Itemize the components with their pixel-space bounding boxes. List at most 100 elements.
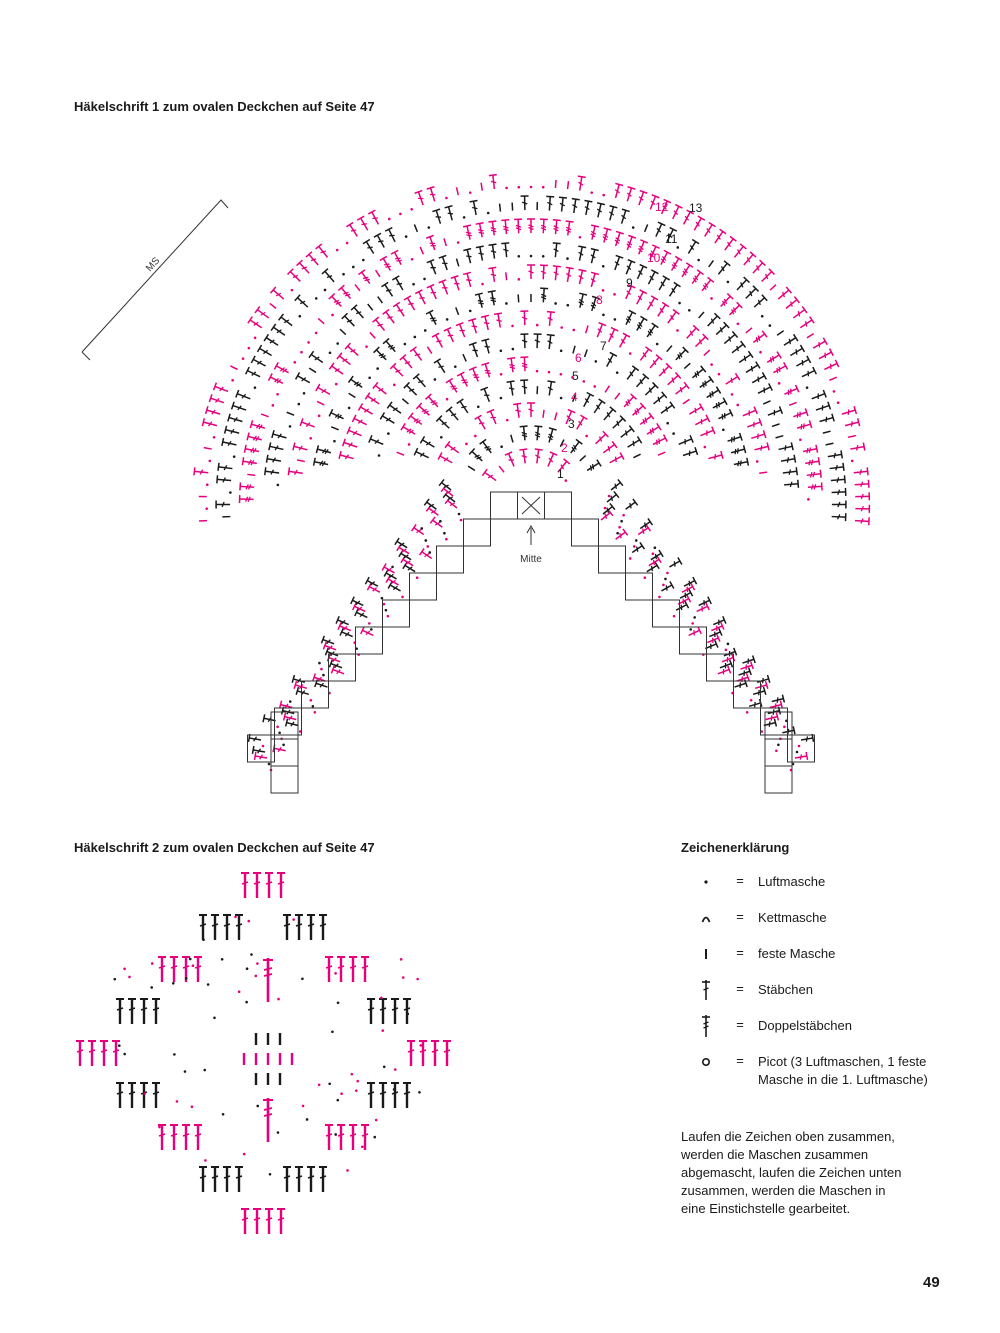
chain-dot [413, 335, 417, 339]
round-number: 10 [647, 251, 661, 265]
single-crochet-symbol [759, 471, 768, 475]
treble-symbol [403, 295, 416, 311]
stitch-cluster [367, 998, 411, 1024]
chain-dot [736, 403, 740, 407]
treble-symbol [639, 518, 654, 530]
treble-symbol [299, 418, 315, 428]
treble-symbol [603, 406, 617, 421]
single-crochet-symbol [604, 385, 611, 393]
treble-symbol [638, 189, 648, 206]
double-crochet-symbol [805, 457, 821, 466]
chain-dot [241, 357, 245, 360]
double-crochet-symbol [636, 315, 648, 331]
treble-symbol [256, 344, 272, 357]
double-crochet-symbol [267, 373, 284, 385]
grid-cell [598, 545, 626, 574]
double-crochet-symbol [488, 220, 497, 236]
chain-dot [416, 977, 419, 981]
chain-dot [401, 595, 404, 599]
treble-symbol [338, 450, 354, 460]
grid-cell [706, 653, 734, 682]
treble-symbol [625, 283, 636, 300]
single-crochet-symbol [788, 401, 797, 407]
double-crochet-symbol [614, 230, 624, 247]
stitch-cluster [283, 1166, 327, 1192]
single-crochet-symbol [657, 451, 666, 456]
treble-symbol [354, 608, 368, 619]
chain-dot [850, 459, 854, 463]
double-crochet-symbol [238, 495, 254, 504]
treble-symbol [831, 513, 847, 522]
treble-symbol [687, 238, 700, 254]
treble-symbol [513, 402, 522, 418]
stitch-cluster [241, 1208, 285, 1234]
treble-symbol [714, 228, 727, 244]
treble-symbol [602, 440, 618, 454]
chain-dot [334, 382, 338, 386]
single-crochet-symbol [330, 426, 339, 431]
chain-dot [582, 380, 586, 383]
round-number: 5 [572, 369, 579, 383]
chain-dot [333, 439, 336, 443]
treble-symbol [438, 279, 449, 295]
round-number: 3 [568, 417, 575, 431]
wing-row [610, 478, 815, 743]
grid-cell [544, 491, 572, 520]
chain-dot [445, 318, 449, 321]
treble-symbol [350, 304, 364, 319]
treble-symbol [717, 260, 731, 275]
chain-dot [749, 699, 753, 702]
treble-symbol [419, 436, 435, 448]
double-crochet-symbol [475, 222, 485, 238]
stitch-cluster [283, 914, 327, 940]
stitch-cluster [325, 1124, 369, 1150]
double-crochet-symbol [793, 408, 809, 418]
treble-symbol [831, 487, 847, 496]
single-crochet-symbol [703, 349, 711, 356]
chain-dot [691, 622, 694, 625]
chain-dot [313, 711, 317, 714]
treble-symbol [227, 413, 243, 423]
double-crochet-symbol [712, 397, 728, 409]
chain-dot [468, 191, 472, 194]
round-number: 7 [600, 339, 607, 353]
chain-dot [261, 744, 265, 748]
single-crochet-symbol [230, 365, 238, 371]
treble-symbol [308, 350, 324, 364]
double-crochet-symbol [796, 420, 813, 430]
treble-symbol [366, 582, 381, 593]
chain-dot [322, 673, 325, 677]
chain-dot [499, 349, 503, 353]
chain-dot [347, 406, 351, 410]
chain-dot [559, 349, 563, 353]
treble-symbol [698, 596, 712, 607]
single-crochet-symbol [426, 346, 433, 354]
chain-dot [190, 1105, 194, 1109]
chain-dot [380, 996, 383, 1000]
treble-symbol [713, 615, 727, 626]
chain-dot [730, 393, 734, 396]
double-crochet-symbol [632, 402, 647, 416]
chain-dot [298, 314, 302, 318]
chain-dot [334, 1133, 338, 1136]
treble-symbol [818, 348, 834, 360]
chain-dot [271, 404, 275, 407]
treble-symbol [468, 317, 478, 334]
treble-symbol [336, 352, 351, 366]
wing-row [606, 490, 799, 754]
chain-dot [775, 749, 778, 753]
legend-label: Doppelstäbchen [758, 1018, 852, 1033]
chain-dot [401, 976, 405, 979]
grid-cell [247, 734, 275, 763]
treble-symbol [265, 454, 282, 463]
single-crochet-symbol [286, 411, 295, 416]
double-crochet-symbol [468, 448, 483, 462]
treble-symbol [578, 245, 587, 261]
single-crochet-symbol [413, 224, 419, 233]
single-crochet-symbol [498, 465, 505, 473]
treble-symbol [783, 333, 799, 346]
single-crochet-symbol [698, 311, 705, 319]
chain-dot [206, 983, 210, 986]
stitch-row-7 [338, 310, 724, 460]
treble-symbol [463, 247, 472, 264]
